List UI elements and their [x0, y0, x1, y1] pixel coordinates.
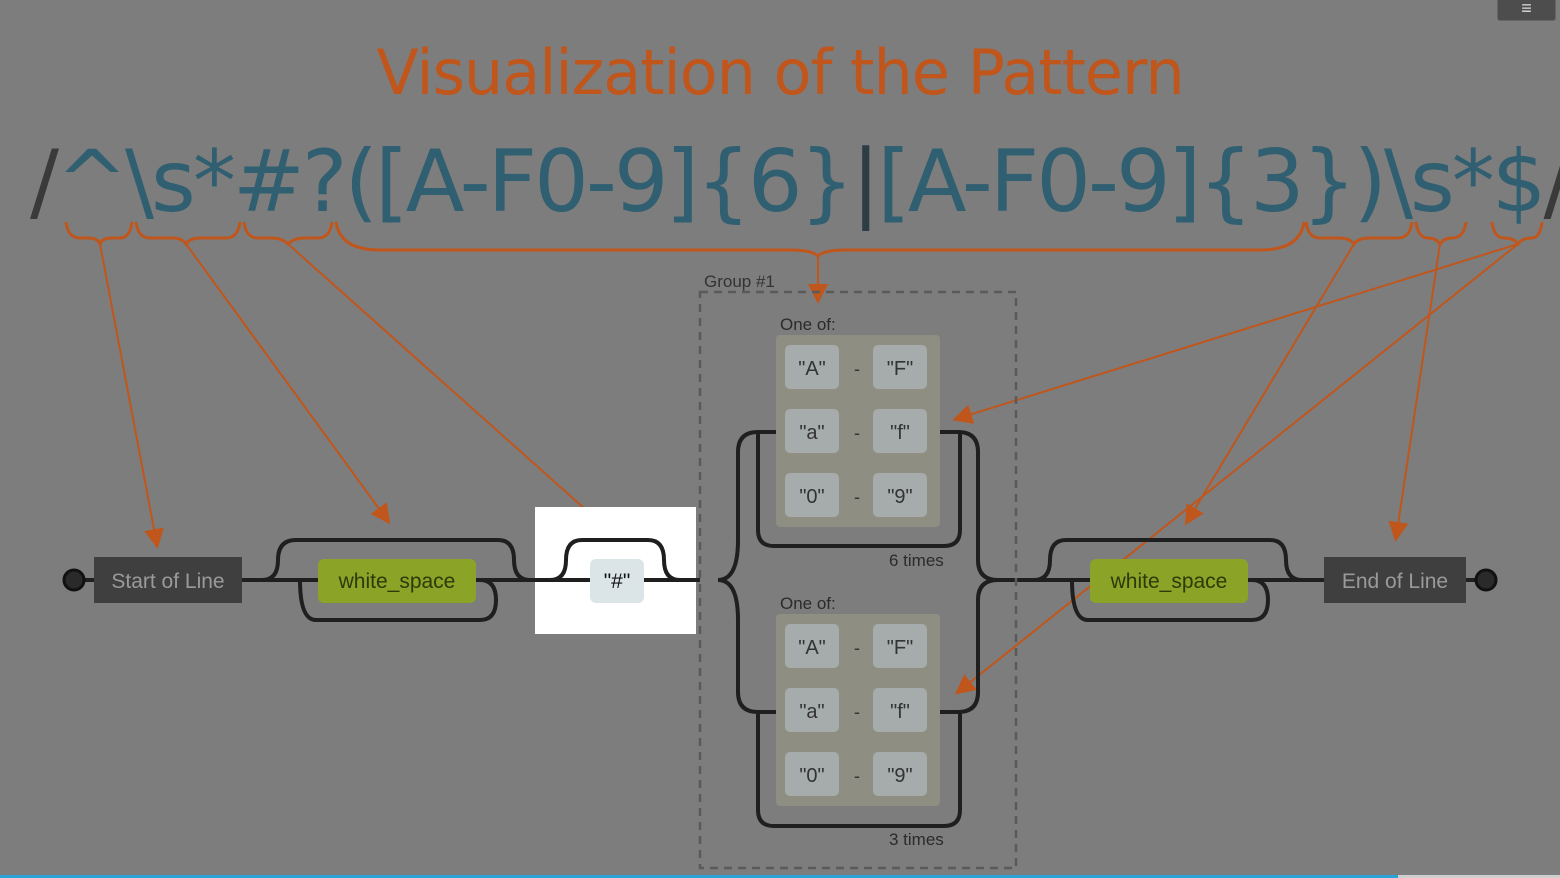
regex-whitespace-start: \s*	[125, 132, 236, 232]
range-chip-label: "a"	[799, 422, 824, 444]
regex-open-slash: /	[30, 132, 59, 232]
menu-button[interactable]: ≡	[1497, 0, 1556, 21]
start-of-line-node: Start of Line	[94, 557, 242, 603]
range-dash: -	[854, 766, 860, 786]
regex-anchor-start: ^	[55, 132, 128, 232]
hamburger-icon: ≡	[1521, 0, 1532, 18]
range-chip-from	[785, 409, 839, 453]
start-terminal-icon	[62, 568, 86, 592]
regex-whitespace-end: \s*	[1383, 132, 1495, 232]
slide-title: Visualization of the Pattern	[376, 36, 1184, 109]
whitespace-node-right: white_space	[1090, 559, 1248, 603]
range-chip-to	[873, 688, 927, 732]
hash-node: "#"	[590, 559, 644, 603]
range-dash: -	[854, 638, 860, 658]
range-chip-from	[785, 624, 839, 668]
range-chip-to	[873, 752, 927, 796]
end-of-line-node: End of Line	[1324, 557, 1466, 603]
start-of-line-label: Start of Line	[111, 570, 224, 593]
range-chip-label: "f"	[890, 422, 910, 444]
regex-anchor-end: $	[1491, 132, 1547, 232]
regex-group-open: (	[344, 132, 379, 232]
range-chip-label: "9"	[887, 486, 912, 508]
regex-hash-optional: #?	[232, 132, 348, 232]
progress-bar[interactable]	[0, 875, 1398, 878]
one-of-label-2: One of:	[780, 594, 836, 613]
range-chip-label: "A"	[798, 358, 826, 380]
pointer-arrows	[99, 243, 1519, 695]
range-chip-from	[785, 345, 839, 389]
end-of-line-label: End of Line	[1342, 570, 1448, 593]
range-chips: "A" "F" - "a" "f" - "0" "9" - "A" "F" - "a" "f" - "0" "9…	[785, 345, 927, 796]
range-dash: -	[854, 702, 860, 722]
range-chip-from	[785, 752, 839, 796]
range-chip-to	[873, 345, 927, 389]
range-chip-to	[873, 473, 927, 517]
regex-pattern: /^\s*#?([A-F0-9]{6}|[A-F0-9]{3})\s*$/i	[30, 132, 1560, 232]
progress-track	[1398, 875, 1560, 878]
range-dash: -	[854, 423, 860, 443]
group-box	[698, 290, 1018, 870]
regex-pipe: |	[851, 132, 880, 232]
repeat-label-1: 6 times	[889, 551, 944, 570]
range-chip-to	[873, 409, 927, 453]
regex-braces	[64, 221, 1544, 259]
range-chip-label: "A"	[798, 637, 826, 659]
whitespace-node-left: white_space	[318, 559, 476, 603]
regex-six-class: [A-F0-9]{6}	[375, 132, 854, 232]
whitespace-label-right: white_space	[1110, 570, 1228, 593]
regex-close-slash: /	[1543, 132, 1560, 232]
range-chip-label: "0"	[799, 765, 824, 787]
range-dash: -	[854, 359, 860, 379]
repeat-label-2: 3 times	[889, 830, 944, 849]
range-chip-label: "9"	[887, 765, 912, 787]
regex-group-close: )	[1353, 132, 1387, 232]
range-chip-label: "a"	[799, 701, 824, 723]
range-chip-label: "F"	[887, 358, 913, 380]
whitespace-label-left: white_space	[338, 570, 456, 593]
range-chip-from	[785, 473, 839, 517]
end-terminal-icon	[1474, 568, 1498, 592]
range-chip-to	[873, 624, 927, 668]
one-of-label-1: One of:	[780, 315, 836, 334]
regex-three-class: [A-F0-9]{3}	[877, 132, 1356, 232]
range-chip-label: "F"	[887, 637, 913, 659]
range-chip-label: "f"	[890, 701, 910, 723]
group-label: Group #1	[704, 272, 775, 291]
range-dash: -	[854, 487, 860, 507]
hash-label: "#"	[604, 570, 631, 593]
range-chip-from	[785, 688, 839, 732]
range-chip-label: "0"	[799, 486, 824, 508]
